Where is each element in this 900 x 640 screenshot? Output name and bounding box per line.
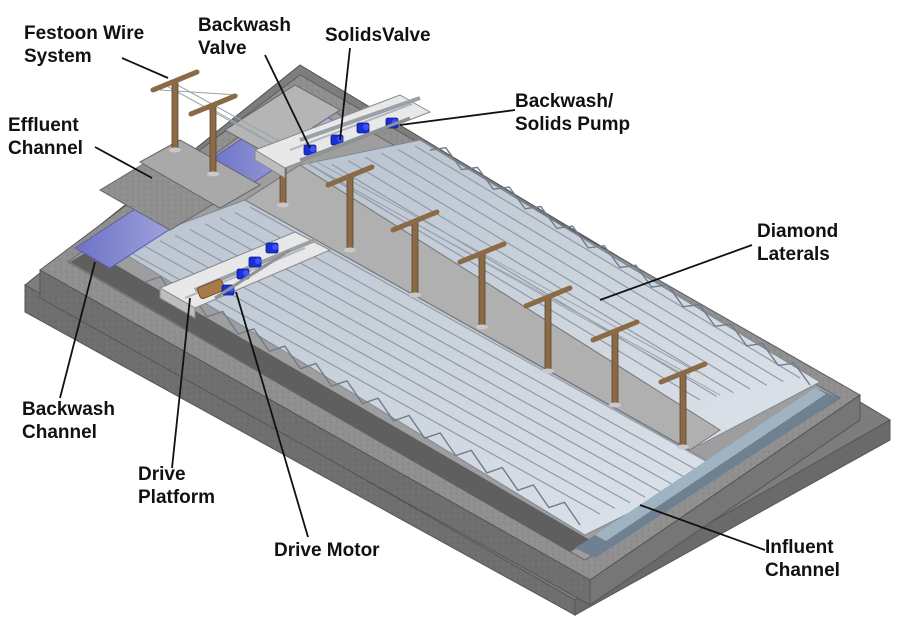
festoon-post <box>188 93 238 177</box>
label-solids-valve: SolidsValve <box>325 25 431 46</box>
festoon-post <box>325 164 375 253</box>
label-drive-platform-line1: Drive <box>138 464 186 485</box>
label-pump-line1: Backwash/ <box>515 91 614 112</box>
festoon-posts <box>150 69 708 450</box>
label-backwash-solids-pump: Backwash/ Solids Pump <box>515 90 630 136</box>
festoon-post <box>390 209 440 298</box>
backwash-channel <box>70 250 590 552</box>
label-effluent-line2: Channel <box>8 138 83 159</box>
label-diamond-line1: Diamond <box>757 221 839 242</box>
label-backwash-channel: Backwash Channel <box>22 398 115 444</box>
label-backwash-channel-line2: Channel <box>22 422 97 443</box>
label-festoon-line1: Festoon Wire <box>24 23 145 44</box>
label-influent-line2: Channel <box>765 560 840 581</box>
leader-lines <box>59 47 766 551</box>
festoon-post <box>590 319 640 408</box>
valve <box>356 122 370 134</box>
valve <box>265 242 279 254</box>
festoon-post <box>523 285 573 374</box>
valves-and-pumps <box>214 116 411 300</box>
label-influent-channel: Influent Channel <box>765 536 840 582</box>
label-diamond-line2: Laterals <box>757 244 830 265</box>
label-backwash-valve: Backwash Valve <box>198 14 291 60</box>
label-diamond-laterals: Diamond Laterals <box>757 220 838 266</box>
valve <box>248 256 262 268</box>
label-drive-platform-line2: Platform <box>138 487 216 508</box>
valve <box>303 144 317 156</box>
label-influent-line1: Influent <box>765 537 834 558</box>
label-festoon-wire-system: Festoon Wire System <box>24 22 144 68</box>
label-drive-motor: Drive Motor <box>274 540 380 561</box>
label-backwash-valve-line2: Valve <box>198 38 247 59</box>
festoon-post <box>658 361 708 450</box>
festoon-post <box>150 69 200 153</box>
label-backwash-valve-line1: Backwash <box>198 15 291 36</box>
rear-drive-platform <box>253 94 432 179</box>
label-drive-platform: Drive Platform <box>138 463 215 509</box>
label-effluent-line1: Effluent <box>8 115 79 136</box>
label-backwash-channel-line1: Backwash <box>22 399 115 420</box>
label-festoon-line2: System <box>24 46 92 67</box>
label-pump-line2: Solids Pump <box>515 114 631 135</box>
festoon-post <box>457 241 507 330</box>
label-effluent-channel: Effluent Channel <box>8 114 83 160</box>
